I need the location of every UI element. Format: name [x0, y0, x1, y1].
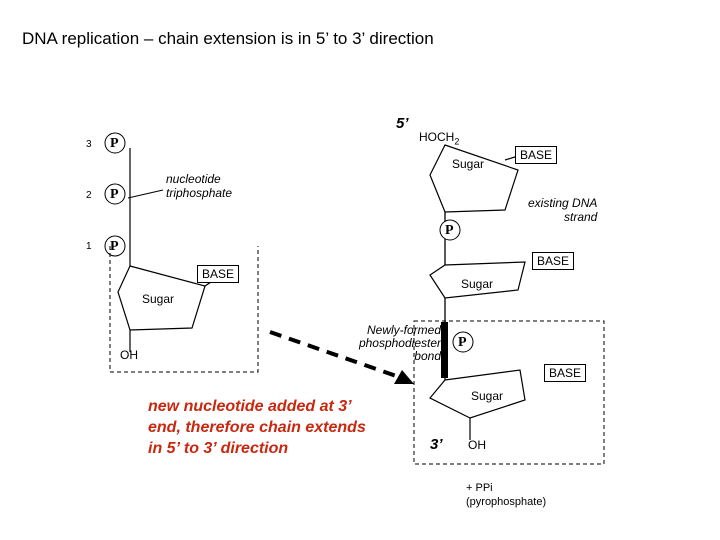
phosphodiester-dashed-box [413, 320, 605, 465]
triphosphate-label: nucleotide triphosphate [166, 172, 233, 200]
addition-arrow-line [269, 330, 403, 380]
phosphate-3-circle [104, 132, 126, 154]
top-sugar-pentagon [429, 144, 519, 213]
middle-sugar-label: Sugar [461, 277, 494, 291]
new-nucleotide-dashed-box [109, 246, 259, 373]
phosphate-1-label: P [110, 239, 119, 254]
bottom-phosphate-label: P [458, 335, 467, 350]
new-base-label: BASE [197, 265, 240, 283]
triphosphate-pointer [127, 189, 164, 199]
new-sugar-label: Sugar [142, 292, 175, 306]
hoch2-text: HOCH [419, 130, 455, 144]
new-sugar-pentagon [117, 265, 206, 331]
phosphodiester-bond-label: Newly-formed phosphodiester bond [358, 323, 441, 363]
page-title: DNA replication – chain extension is in … [22, 29, 434, 48]
top-sugar-label: Sugar [452, 157, 485, 171]
phosphate-2-circle [104, 183, 126, 205]
five-prime-label: 5’ [396, 115, 409, 132]
phosphate-3-number: 3 [86, 139, 92, 150]
phosphate-1-circle [104, 235, 126, 257]
bottom-phosphate-circle [452, 331, 474, 353]
middle-phosphate-label: P [445, 223, 454, 238]
middle-base-label: BASE [532, 252, 575, 270]
new-oh-label: OH [120, 348, 138, 362]
phosphate-1-number: 1 [86, 241, 92, 252]
bottom-base-label: BASE [544, 364, 587, 382]
three-prime-label: 3’ [430, 436, 443, 453]
middle-phosphate-circle [439, 219, 461, 241]
bottom-sugar-label: Sugar [471, 389, 504, 403]
pyrophosphate-label: + PPi (pyrophosphate) [466, 482, 547, 508]
top-base-label: BASE [515, 146, 558, 164]
phosphate-3-label: P [110, 136, 119, 151]
bottom-oh-label: OH [468, 438, 486, 452]
phosphate-2-number: 2 [86, 190, 92, 201]
middle-sugar-pentagon [429, 261, 526, 299]
hoch2-label: HOCH2 [419, 131, 459, 146]
hoch2-subscript: 2 [454, 136, 460, 147]
bottom-sugar-pentagon [429, 369, 526, 419]
phosphodiester-bond-bar [441, 322, 448, 378]
addition-arrow-head [394, 370, 414, 384]
new-nucleotide-note: new nucleotide added at 3’ end, therefor… [148, 398, 366, 457]
existing-strand-label: existing DNA strand [528, 196, 598, 224]
phosphate-2-label: P [110, 187, 119, 202]
